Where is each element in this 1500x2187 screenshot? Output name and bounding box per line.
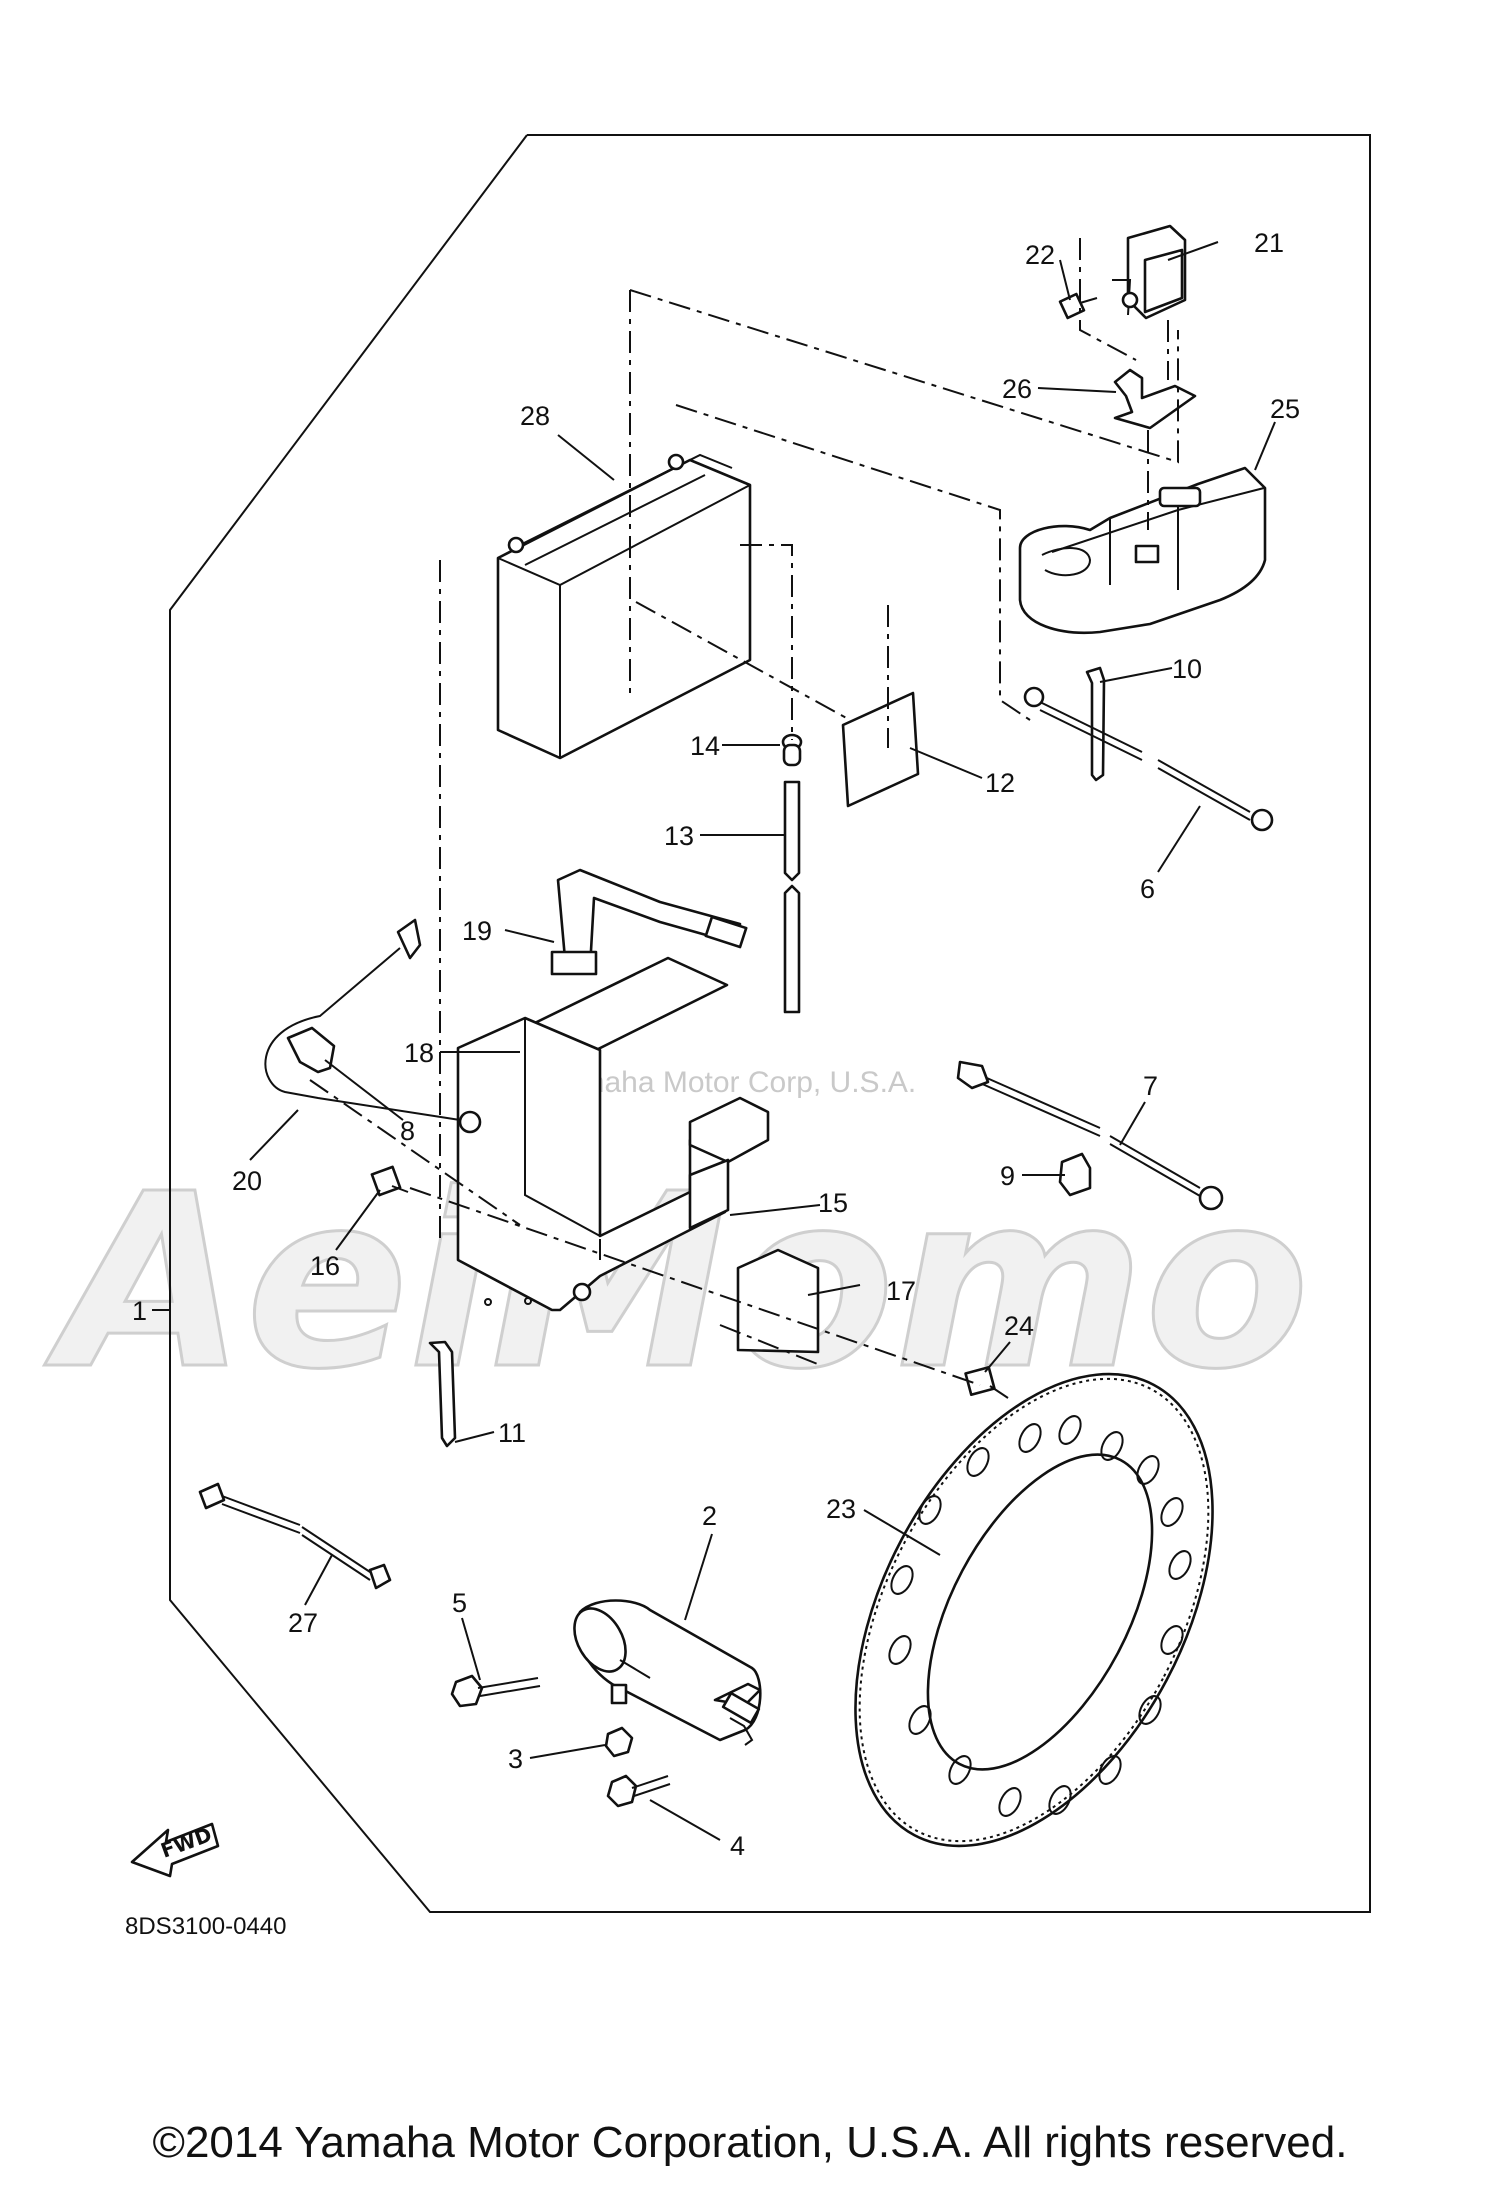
- terminal-cover: [286, 1026, 336, 1074]
- callout-13: 13: [664, 821, 694, 851]
- callout-21: 21: [1254, 228, 1284, 258]
- watermark-brand: AeiMomo: [44, 1142, 1309, 1422]
- motor-bolt-short: [606, 1774, 671, 1808]
- fuse-box-cover: [1018, 466, 1267, 634]
- case-pad: [736, 1248, 820, 1354]
- case-bolt: [370, 1165, 409, 1197]
- callout-6: 6: [1140, 874, 1155, 904]
- callout-22: 22: [1025, 240, 1055, 270]
- callout-26: 26: [1002, 374, 1032, 404]
- assembly-frame: [169, 134, 1371, 1913]
- callout-28: 28: [520, 401, 550, 431]
- callout-14: 14: [690, 731, 720, 761]
- battery-band: [550, 868, 748, 976]
- battery: [496, 453, 752, 760]
- callout-4: 4: [730, 1831, 745, 1861]
- copyright-notice: ©2014 Yamaha Motor Corporation, U.S.A. A…: [152, 2118, 1348, 2167]
- callout-17: 17: [886, 1276, 916, 1306]
- callout-2: 2: [702, 1501, 717, 1531]
- relay-bracket: [1113, 368, 1197, 430]
- callout-24: 24: [1004, 1311, 1034, 1341]
- callout-7: 7: [1143, 1071, 1158, 1101]
- callout-19: 19: [462, 916, 492, 946]
- diagram-code: 8DS3100-0440: [125, 1913, 286, 1940]
- fwd-arrow-icon: FWD: [130, 1822, 220, 1878]
- callout-11: 11: [498, 1418, 526, 1448]
- callout-9: 9: [1000, 1161, 1015, 1191]
- callout-16: 16: [310, 1251, 340, 1281]
- cable-band: [1085, 666, 1106, 782]
- starter-gear-bolt: [964, 1365, 1009, 1399]
- watermark: AeiMomo Yamaha Motor Corp, U.S.A.: [43, 1066, 1311, 1424]
- callout-3: 3: [508, 1744, 523, 1774]
- callout-10: 10: [1172, 654, 1202, 684]
- motor-bolt-long: [450, 1674, 541, 1708]
- callout-12: 12: [985, 768, 1015, 798]
- starter-relay: [1112, 224, 1187, 320]
- callout-labels: 28 21 22 26 25 10 12 14 13 6 19 18 8 20 …: [132, 228, 1300, 1861]
- callout-8: 8: [400, 1116, 415, 1146]
- callout-1: 1: [132, 1296, 147, 1326]
- battery-case: [456, 1016, 770, 1312]
- battery-pad: [841, 691, 920, 808]
- cable-boot: [1058, 1152, 1092, 1197]
- negative-cable: [264, 918, 482, 1134]
- connection-lines: [309, 238, 1179, 1386]
- callout-27: 27: [288, 1608, 318, 1638]
- watermark-text: Yamaha Motor Corp, U.S.A.: [545, 1066, 916, 1099]
- nut: [604, 1726, 634, 1758]
- callout-18: 18: [404, 1038, 434, 1068]
- leader-lines: [152, 241, 1276, 1841]
- breather-hose: [781, 733, 803, 1014]
- callout-25: 25: [1270, 394, 1300, 424]
- starter-ring-gear: [854, 1372, 1214, 1848]
- relay-bolt: [1058, 292, 1098, 320]
- band-strap: [428, 1340, 457, 1448]
- callout-5: 5: [452, 1588, 467, 1618]
- plus-cable: [1023, 686, 1274, 832]
- lead-wire: [198, 1482, 392, 1590]
- starter-cable: [956, 1060, 1224, 1211]
- callout-15: 15: [818, 1188, 848, 1218]
- callout-23: 23: [826, 1494, 856, 1524]
- starter-motor: [573, 1599, 762, 1746]
- callout-20: 20: [232, 1166, 262, 1196]
